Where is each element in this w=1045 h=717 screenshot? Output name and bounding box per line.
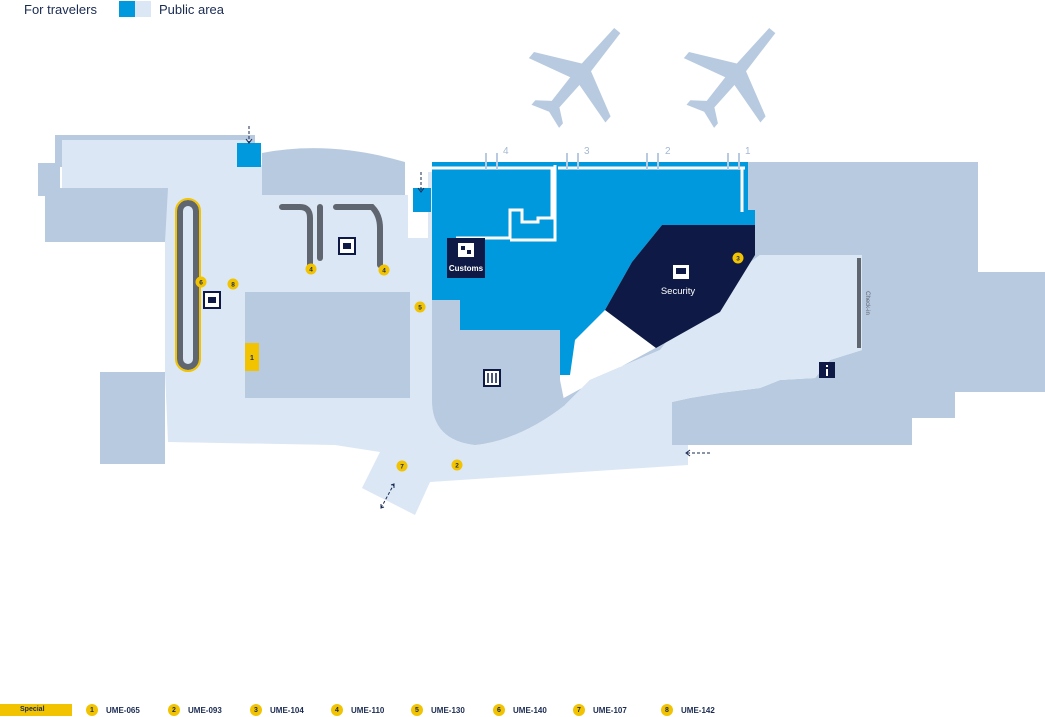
gate-bridges <box>485 153 740 170</box>
map-marker: 4 <box>378 264 390 276</box>
svg-text:5: 5 <box>418 305 422 312</box>
airplane-icon <box>683 27 776 128</box>
gate-number: 4 <box>503 146 509 157</box>
legend-travelers-swatch <box>118 1 135 17</box>
gate-number: 3 <box>584 146 590 157</box>
customs-icon <box>458 243 474 257</box>
svg-text:7: 7 <box>400 464 404 471</box>
special-locker <box>245 343 259 371</box>
customs-label: Customs <box>449 264 484 273</box>
baggage-icon <box>203 291 221 309</box>
map-legend: For travelers Public area <box>24 0 224 18</box>
security-label: Security <box>661 286 696 297</box>
locker-number: 1 <box>250 355 254 362</box>
restaurant-icon <box>483 369 501 387</box>
security-icon <box>673 265 689 279</box>
gate-number: 1 <box>745 146 751 157</box>
svg-text:4: 4 <box>382 268 386 275</box>
map-marker: 3 <box>732 252 744 264</box>
traveler-walls <box>432 165 745 242</box>
baggage-belts <box>177 200 383 370</box>
gate-numbers: 4 3 2 1 <box>503 146 751 157</box>
travelers-area <box>237 143 755 375</box>
baggage-icon <box>338 237 356 255</box>
checkin-label: Check-in <box>864 291 870 315</box>
public-area <box>62 140 862 515</box>
map-marker: 5 <box>414 301 426 313</box>
svg-text:2: 2 <box>455 463 459 470</box>
legend-public-swatch <box>134 1 151 17</box>
svg-text:8: 8 <box>231 282 235 289</box>
gate-number: 2 <box>665 146 671 157</box>
entrance-arrows <box>245 126 710 509</box>
airplane-icon <box>528 27 621 128</box>
checkin-counter <box>857 258 861 348</box>
svg-text:3: 3 <box>736 256 740 263</box>
map-marker: 2 <box>451 459 463 471</box>
map-marker: 7 <box>396 460 408 472</box>
security-area <box>605 225 755 348</box>
legend-public-area-label: Public area <box>158 1 225 17</box>
legend-for-travelers-label: For travelers <box>24 1 97 17</box>
map-marker: 8 <box>227 278 239 290</box>
special-label: Special <box>0 704 72 716</box>
svg-text:6: 6 <box>199 280 203 287</box>
map-marker: 6 <box>195 276 207 288</box>
info-icon <box>819 362 835 378</box>
svg-text:4: 4 <box>309 267 313 274</box>
map-marker: 4 <box>305 263 317 275</box>
